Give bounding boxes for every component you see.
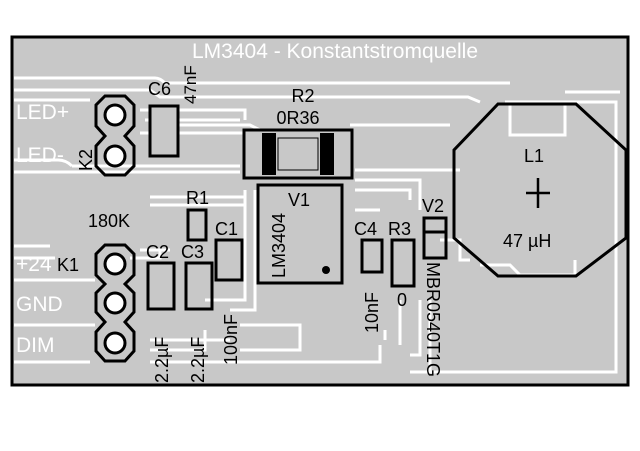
v1-ref: V1: [288, 190, 310, 210]
r3-value: 0: [397, 290, 407, 310]
c2-ref: C2: [146, 242, 169, 262]
l1-value: 47 µH: [503, 231, 551, 251]
label-led-plus: LED+: [16, 101, 69, 124]
board-title: LM3404 - Konstantstromquelle: [192, 40, 478, 63]
l1-ref: L1: [524, 146, 544, 166]
inductor-l1-footprint: [452, 102, 628, 278]
label-gnd: GND: [16, 293, 63, 316]
r1-footprint: [186, 208, 208, 242]
r3-ref: R3: [388, 219, 411, 239]
pad-k1-2: [103, 291, 127, 315]
k1-ref: K1: [57, 255, 79, 275]
c4-ref: C4: [354, 219, 377, 239]
pad-k2-1: [103, 103, 127, 127]
r3-footprint: [390, 238, 416, 288]
v1-value: LM3404: [269, 213, 289, 278]
c1-ref: C1: [215, 219, 238, 239]
diode-v2-footprint: [422, 216, 448, 260]
ic-v1-footprint: [256, 183, 344, 285]
r2-footprint: [242, 128, 354, 180]
c3-value: 2.2µF: [188, 337, 208, 383]
c3-footprint: [184, 261, 214, 311]
c4-footprint: [360, 238, 384, 274]
ic-v1-pin1-dot: [322, 266, 330, 274]
c6-value: 47nF: [181, 65, 200, 104]
pad-k1-1: [103, 252, 127, 276]
v2-value: MBR0540T1G: [423, 262, 443, 377]
v2-ref: V2: [422, 196, 444, 216]
label-plus24: +24: [16, 253, 52, 276]
c1-value: 100nF: [221, 314, 241, 365]
k2-ref: K2: [76, 149, 96, 171]
r2-value: 0R36: [276, 108, 319, 128]
c2-value: 2.2µF: [152, 337, 172, 383]
label-led-minus: LED-: [16, 144, 64, 167]
connector-k1: [94, 243, 136, 363]
c3-ref: C3: [181, 242, 204, 262]
r2-ref: R2: [291, 86, 314, 106]
r1-value: 180K: [88, 211, 130, 231]
r1-ref: R1: [186, 188, 209, 208]
c4-value: 10nF: [362, 292, 382, 333]
c6-ref: C6: [148, 79, 171, 99]
c1-footprint: [214, 238, 244, 282]
label-dim: DIM: [16, 334, 55, 357]
connector-k2: [94, 94, 136, 177]
pad-k2-2: [103, 144, 127, 168]
pad-k1-3: [103, 331, 127, 355]
c2-footprint: [146, 261, 176, 311]
